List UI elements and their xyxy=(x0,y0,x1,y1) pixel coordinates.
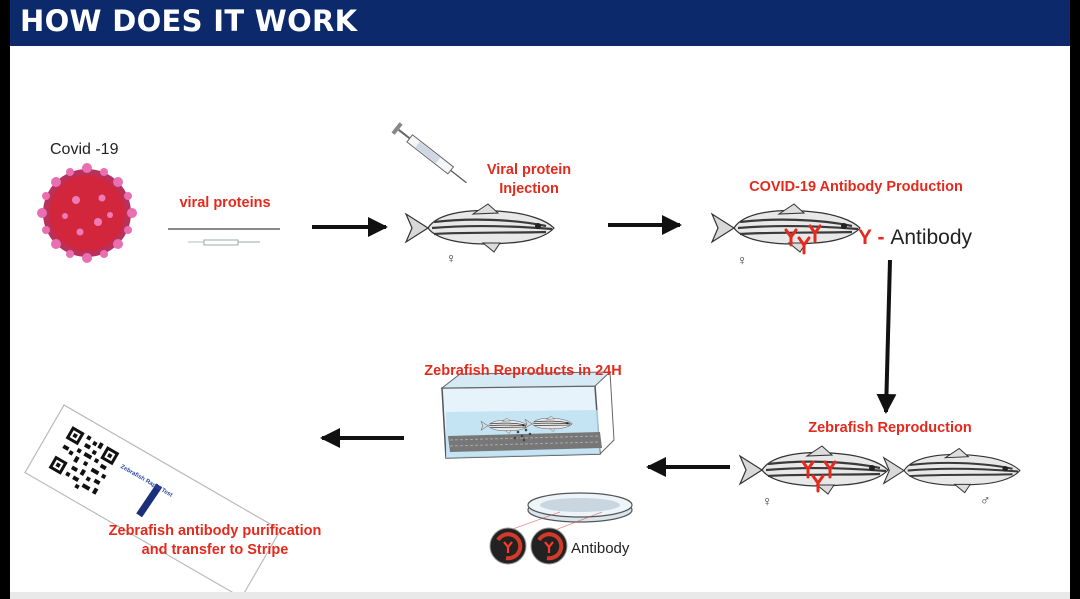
antibody-legend: Y - Antibody xyxy=(858,226,972,250)
label-viral-proteins: viral proteins xyxy=(179,195,271,211)
title-banner: HOW DOES IT WORK xyxy=(10,0,1070,46)
process-diagram: Zebrafish Rapid Test ♀ ♀ ♀ ♂ xyxy=(24,122,1021,599)
aquarium-icon xyxy=(440,371,615,459)
antibody-icon xyxy=(784,224,822,255)
label-purification: Zebrafish antibody purification and tran… xyxy=(70,522,360,560)
antibody-icon xyxy=(489,527,568,565)
syringe-icon xyxy=(168,228,280,246)
page-title: HOW DOES IT WORK xyxy=(20,4,358,38)
label-reproduction: Zebrafish Reproduction xyxy=(808,420,972,436)
syringe-icon xyxy=(391,122,467,184)
label-injection-line1: Viral protein xyxy=(486,162,572,178)
label-covid: Covid -19 xyxy=(50,141,119,158)
female-symbol: ♀ xyxy=(737,252,748,268)
label-reproducts: Zebrafish Reproducts in 24H xyxy=(424,363,622,379)
female-symbol: ♀ xyxy=(446,250,457,266)
male-symbol: ♂ xyxy=(980,492,991,508)
zebrafish-icon xyxy=(404,202,556,254)
petri-dish-icon xyxy=(509,492,633,533)
label-injection: Viral protein Injection xyxy=(464,161,594,199)
label-antibody-production: COVID-19 Antibody Production xyxy=(749,179,963,195)
zebrafish-icon xyxy=(738,444,890,496)
label-antibody: Antibody xyxy=(571,540,630,557)
zebrafish-icon xyxy=(882,447,1021,494)
zebrafish-icon xyxy=(710,202,862,254)
test-stripe-icon: Zebrafish Rapid Test xyxy=(24,404,282,599)
flow-arrow xyxy=(876,259,897,414)
legend-y-symbol: Y xyxy=(858,226,872,249)
qr-code-icon xyxy=(44,423,124,501)
legend-antibody: Antibody xyxy=(890,226,973,249)
virus-icon xyxy=(37,163,137,263)
female-symbol: ♀ xyxy=(762,493,773,509)
label-purification-line1: Zebrafish antibody purification xyxy=(108,523,322,539)
label-purification-line2: and transfer to Stripe xyxy=(141,542,289,558)
label-injection-line2: Injection xyxy=(499,181,559,197)
antibody-icon xyxy=(801,460,837,493)
slide: HOW DOES IT WORK xyxy=(10,0,1070,599)
bottom-strip xyxy=(10,592,1070,599)
legend-dash: - xyxy=(871,226,891,249)
